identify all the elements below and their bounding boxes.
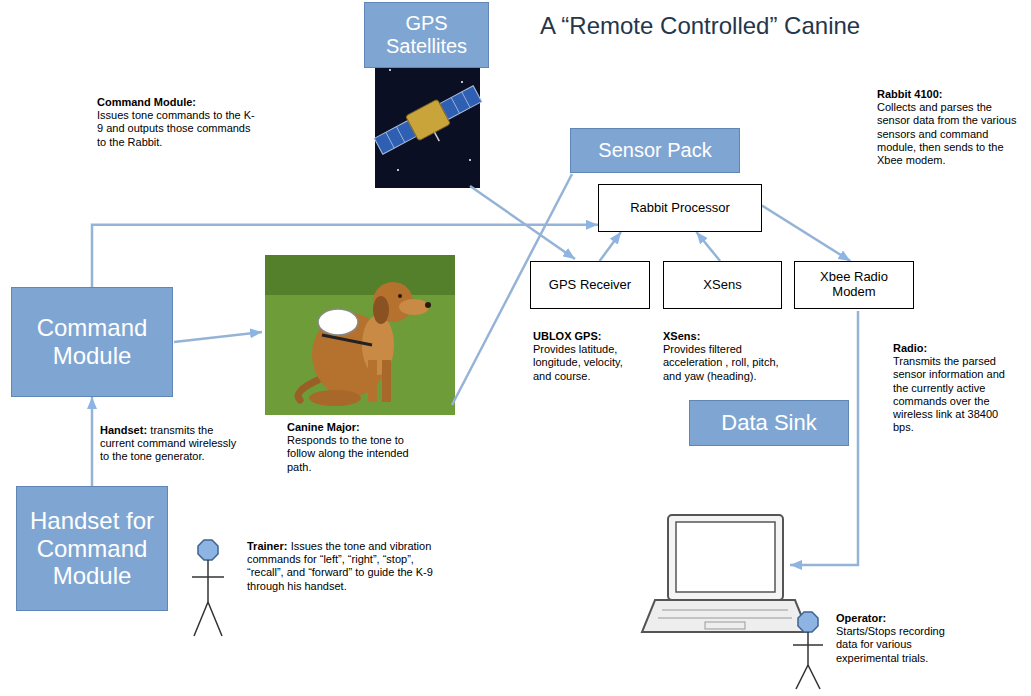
box-label: GPS Receiver (549, 278, 631, 293)
annotation-note: Operator:Starts/Stops recording data for… (836, 612, 946, 665)
star (397, 169, 399, 171)
title-box: Data Sink (689, 400, 849, 445)
figure-leg (208, 602, 222, 636)
star (469, 159, 471, 161)
annotation-heading: UBLOX GPS: (533, 330, 643, 343)
antenna (435, 132, 440, 141)
background-foliage (265, 255, 455, 295)
figure-head (798, 612, 818, 632)
connector-arrow (91, 397, 94, 486)
figure-head (198, 540, 218, 560)
component-box: Rabbit Processor (598, 184, 762, 232)
figure-arms (192, 576, 224, 578)
annotation-note: XSens:Provides filtered acceleration , r… (663, 330, 783, 383)
trainer-figure (192, 540, 224, 636)
harness-strap (322, 335, 372, 345)
box-label: Xbee Radio Modem (801, 270, 907, 300)
annotation-text: Starts/Stops recording data for various … (836, 625, 946, 665)
annotation-heading: Canine Major: (287, 421, 417, 434)
annotation-heading: Rabbit 4100: (877, 88, 1017, 101)
figure-body (207, 560, 209, 602)
title-box: Sensor Pack (570, 128, 740, 173)
laptop-picture (642, 515, 808, 632)
title-box: GPS Satellites (364, 2, 489, 68)
command-arrow (174, 332, 262, 342)
dog-snout (399, 299, 429, 315)
grass-ground (265, 255, 455, 415)
annotation-note: UBLOX GPS:Provides latitude, longitude, … (533, 330, 643, 383)
star (461, 81, 463, 83)
panel-grid (396, 127, 404, 143)
box-label: Command Module (20, 314, 164, 369)
satellite-body (406, 99, 451, 141)
component-box: GPS Receiver (530, 261, 650, 309)
figure-arms (793, 644, 823, 646)
component-box: XSens (663, 261, 782, 309)
star (389, 69, 391, 71)
dog-nose (425, 302, 431, 308)
annotation-text: Collects and parses the sensor data from… (877, 101, 1017, 167)
laptop-base (642, 600, 808, 632)
title-box: Handset for Command Module (16, 486, 168, 611)
title-box: Command Module (11, 287, 173, 397)
figure-leg (796, 665, 808, 689)
sensor-pack-dome (318, 309, 358, 335)
figure-leg (808, 665, 820, 689)
dog-eye (398, 294, 402, 298)
box-label: XSens (703, 278, 741, 293)
connector-arrow (762, 206, 850, 261)
component-box: Xbee Radio Modem (794, 261, 914, 309)
box-label: GPS Satellites (373, 12, 480, 58)
keyboard-row (658, 618, 792, 619)
annotation-text: Provides filtered acceleration , roll, p… (663, 343, 783, 383)
annotation-heading: Trainer: (247, 540, 287, 552)
dog-haunch (309, 390, 361, 406)
diagram-title: A “Remote Controlled” Canine (540, 12, 860, 40)
box-label: Rabbit Processor (630, 201, 730, 216)
connector-arrow (92, 225, 598, 287)
annotation-heading: Radio: (893, 342, 1021, 355)
dog-leg (368, 360, 377, 402)
annotation-text: Issues tone commands to the K-9 and outp… (97, 109, 257, 149)
annotation-heading: XSens: (663, 330, 783, 343)
satellite-picture (372, 55, 489, 188)
satellite-figure (372, 81, 489, 167)
box-label: Sensor Pack (598, 139, 711, 162)
dog-leg (382, 360, 391, 402)
annotation-note: Command Module:Issues tone commands to t… (97, 96, 257, 149)
annotation-note: Trainer:Issues the tone and vibration co… (247, 540, 452, 593)
annotation-note: Canine Major:Responds to the tone to fol… (287, 421, 417, 474)
operator-figure (793, 612, 823, 689)
space-background (375, 55, 480, 188)
annotation-heading: Handset: (100, 424, 147, 436)
annotation-heading: Operator: (836, 612, 946, 625)
laptop-lid (668, 515, 783, 600)
annotation-note: Handset:transmits the current command wi… (100, 424, 240, 464)
figure-body (807, 632, 809, 665)
connector-arrow (696, 232, 720, 261)
touchpad (705, 622, 745, 629)
annotation-text: Provides latitude, longitude, velocity, … (533, 343, 643, 383)
box-label: Handset for Command Module (25, 507, 159, 590)
connector-group (92, 206, 850, 486)
box-label: Data Sink (721, 410, 816, 435)
panel-grid (386, 132, 394, 148)
connector-arrow (600, 232, 621, 261)
annotation-note: Rabbit 4100:Collects and parses the sens… (877, 88, 1017, 167)
figure-leg (194, 602, 208, 636)
dog-ear (373, 296, 389, 324)
panel-grid (451, 97, 459, 113)
laptop-screen (676, 522, 775, 592)
annotation-heading: Command Module: (97, 96, 257, 109)
panel-grid (462, 92, 470, 108)
annotation-text: Responds to the tone to follow along the… (287, 434, 417, 474)
keyboard-row (662, 610, 788, 611)
dog-photo (265, 255, 455, 415)
annotation-note: Radio:Transmits the parsed sensor inform… (893, 342, 1021, 434)
annotation-text: Transmits the parsed sensor information … (893, 355, 1021, 434)
